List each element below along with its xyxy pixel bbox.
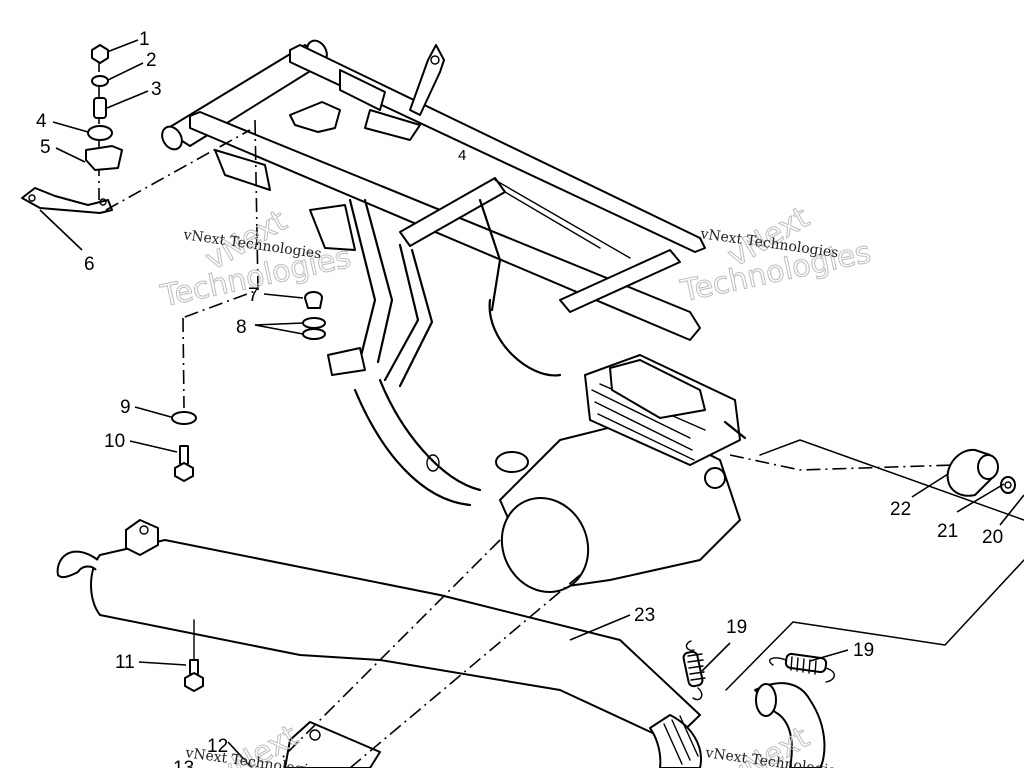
frame-rail-detail [494,179,631,259]
cooling-fins [591,383,706,461]
exhaust-gasket-hardware [946,448,1016,497]
callout-7: 7 [248,285,259,306]
spark-plug [723,420,747,440]
flange-hole [309,729,321,741]
callout-3: 3 [151,79,162,100]
callout-5: 5 [40,137,51,158]
washer [302,328,326,340]
pipe-coupler [649,714,702,768]
mount-plate [21,187,113,214]
tail-pipe [56,550,99,579]
muffler-body [90,539,701,743]
callout-23: 23 [634,605,655,626]
spring-hook [692,687,703,701]
assembly-line [182,317,185,409]
bracket-hole [430,55,440,65]
lock-washer [91,75,109,87]
callout-labels: 1 2 3 4 5 6 7 8 9 10 11 12 13 19 19 20 2… [36,29,1003,768]
callout-22: 22 [890,499,911,520]
down-tube [478,198,502,312]
coupler-ribs [663,715,699,765]
gusset [364,109,421,141]
spring-hook [685,640,695,652]
bolt-shank [189,659,199,675]
elbow-clamp [755,683,777,717]
assembly-bracket-line [725,559,1024,691]
down-tube [348,198,394,364]
spring-hook [768,657,787,666]
frame: 4 [161,39,706,507]
muffler-mount-tab [125,519,159,556]
callout-12: 12 [207,736,228,757]
callout-20: 20 [982,527,1003,548]
mount-bracket [85,145,123,171]
spacer [93,97,107,119]
down-tube [383,243,434,388]
callout-4: 4 [36,111,47,132]
lower-mount-hardware [171,291,326,482]
bolt-head [174,462,194,482]
nut [91,44,109,64]
tube-end [161,125,183,151]
mount-plate [289,101,341,133]
pull-start-handle [495,451,529,473]
spring-coil [682,650,704,688]
gusset [339,69,386,111]
spring-turns [790,656,817,675]
skid-plate-edge [378,378,482,492]
callout-1: 1 [139,29,150,50]
right-main-rail [289,44,706,253]
muffler [56,439,1024,768]
mount-hole [139,525,149,535]
flange-port [977,454,999,480]
callout-19-left: 19 [726,617,747,638]
callout-19-right: 19 [853,640,874,661]
fender-edge [488,298,562,377]
washer [302,317,326,329]
frame-marker-label: 4 [458,147,466,164]
head-pipe-flange [284,721,381,768]
engine-mount-tab [327,347,366,376]
valve-cover [609,359,706,419]
skid-plate-edge [353,388,472,507]
assembly-line [105,129,251,211]
assembly-line [181,119,259,319]
washer-hole [1004,481,1012,489]
callout-11: 11 [115,652,135,673]
rear-cross-member [559,249,681,313]
rubber-grommet [87,125,113,141]
spring-hook [825,667,835,683]
plate-hole [28,194,36,202]
bolt-head [184,672,204,692]
callout-8: 8 [236,317,247,338]
bolt-shank [179,445,189,465]
upper-mount-hardware [21,44,259,319]
gusset [309,204,356,251]
assembly-line [349,574,581,768]
callout-6: 6 [84,254,95,275]
engine [495,354,747,593]
upper-bracket [409,44,445,116]
assembly-line [729,454,956,471]
exhaust-port [704,467,726,489]
callout-9: 9 [120,397,131,418]
callout-2: 2 [146,50,157,71]
callout-21: 21 [937,521,958,542]
spring-turns [687,653,706,681]
skid-hole [426,454,440,472]
washer [171,411,197,425]
engine-cover [500,497,590,593]
rubber-cushion [304,291,323,309]
callout-10: 10 [104,431,125,452]
plate-hole [99,198,107,206]
callout-13: 13 [173,758,194,768]
leader-line [759,439,1024,521]
watermark: vNext Technologies vNext Technologies [677,199,875,309]
callout-leaders [39,39,1024,768]
